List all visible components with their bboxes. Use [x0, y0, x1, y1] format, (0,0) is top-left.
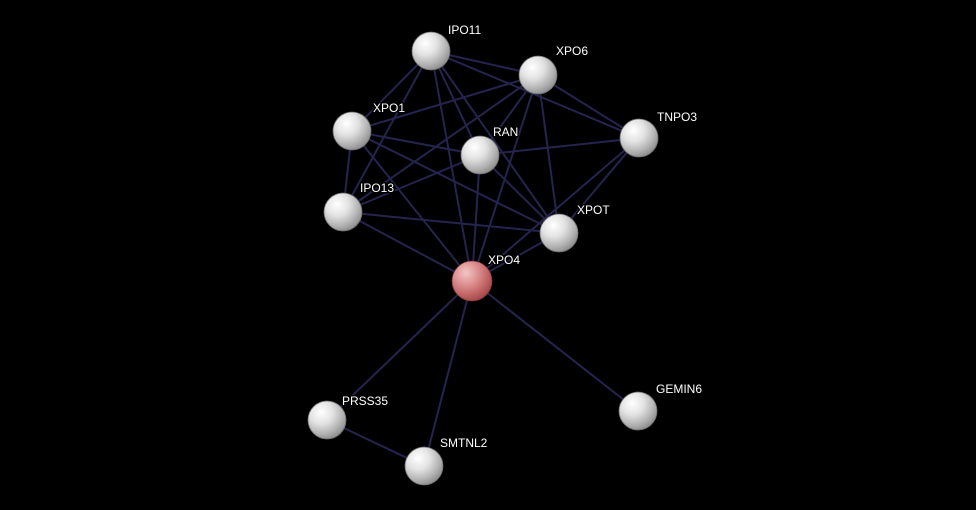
- protein-node-XPO1[interactable]: [332, 111, 372, 151]
- protein-node-TNPO3[interactable]: [619, 118, 659, 158]
- edge-XPO1-RAN: [351, 130, 481, 156]
- edge-XPO4-GEMIN6: [471, 280, 639, 412]
- edge-IPO13-XPOT: [342, 211, 560, 234]
- edge-XPO4-SMTNL2: [423, 280, 473, 467]
- edge-RAN-IPO13: [342, 154, 481, 213]
- edge-XPO6-TNPO3: [537, 74, 640, 139]
- edge-IPO13-XPO4: [342, 211, 473, 282]
- node-label-XPO1: XPO1: [373, 101, 405, 115]
- protein-node-IPO13[interactable]: [323, 192, 363, 232]
- node-label-XPO4: XPO4: [488, 253, 520, 267]
- edge-XPO1-XPOT: [351, 130, 560, 234]
- edge-XPO6-XPO4: [471, 74, 539, 282]
- edge-IPO11-IPO13: [342, 50, 432, 213]
- edge-layer: [326, 50, 640, 467]
- node-label-PRSS35: PRSS35: [342, 394, 388, 408]
- node-label-IPO13: IPO13: [360, 181, 394, 195]
- protein-node-GEMIN6[interactable]: [618, 391, 658, 431]
- edge-RAN-XPO4: [471, 154, 481, 282]
- edge-TNPO3-RAN: [479, 137, 640, 156]
- protein-node-XPO6[interactable]: [518, 55, 558, 95]
- edge-XPO1-XPO4: [351, 130, 473, 282]
- node-label-TNPO3: TNPO3: [657, 110, 697, 124]
- protein-node-RAN[interactable]: [460, 135, 500, 175]
- node-layer: [307, 31, 659, 486]
- node-label-XPO6: XPO6: [556, 44, 588, 58]
- protein-node-XPO4[interactable]: [451, 260, 493, 302]
- edge-XPO6-XPO1: [351, 74, 539, 132]
- edge-IPO11-TNPO3: [430, 50, 640, 139]
- edge-TNPO3-XPOT: [558, 137, 640, 234]
- edge-IPO11-XPOT: [430, 50, 560, 234]
- protein-node-IPO11[interactable]: [411, 31, 451, 71]
- protein-node-PRSS35[interactable]: [307, 400, 347, 440]
- protein-node-SMTNL2[interactable]: [404, 446, 444, 486]
- edge-XPO4-PRSS35: [326, 280, 473, 421]
- node-label-RAN: RAN: [493, 125, 518, 139]
- node-label-XPOT: XPOT: [577, 203, 610, 217]
- edge-XPO6-IPO13: [342, 74, 539, 213]
- edge-XPO6-XPOT: [537, 74, 560, 234]
- node-label-GEMIN6: GEMIN6: [656, 382, 702, 396]
- node-label-SMTNL2: SMTNL2: [440, 436, 488, 450]
- node-label-IPO11: IPO11: [448, 23, 481, 37]
- protein-node-XPOT[interactable]: [539, 213, 579, 253]
- edge-TNPO3-XPO4: [471, 137, 640, 282]
